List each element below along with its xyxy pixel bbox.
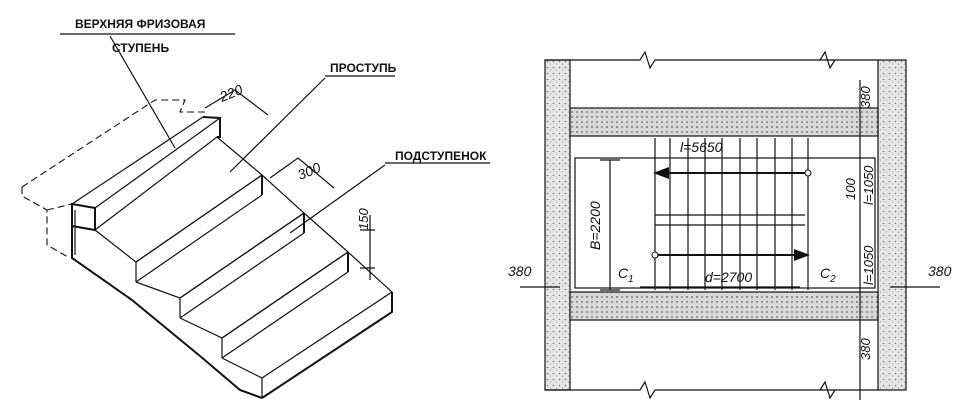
length-dimension: l=5650 (680, 139, 723, 155)
plan-dimension-lines (520, 80, 940, 400)
right-wall (877, 59, 907, 391)
step-risers (71, 116, 393, 399)
flight-dimension: d=2700 (705, 269, 752, 285)
lower-flight-dimension: l=1050 (861, 245, 876, 285)
gap-dimension: 100 (843, 178, 858, 200)
upper-wall (569, 107, 879, 137)
top-break-line (545, 50, 878, 70)
dimension-ticks (204, 89, 375, 280)
bottom-break-line (545, 380, 878, 400)
c2-label: C2 (820, 265, 836, 285)
leader-lines (60, 33, 490, 234)
c1-label: C1 (618, 265, 634, 285)
step-lines (654, 138, 809, 290)
tread-label: ПРОСТУПЬ (330, 61, 397, 75)
stair-plan: l=5650 B=2200 d=2700 380 380 380 380 l=1… (508, 50, 952, 400)
left-wall (544, 59, 571, 391)
riser-label: ПОДСТУПЕНОК (395, 149, 487, 163)
landing-outline (21, 99, 205, 258)
bottom-wall-dimension: 380 (858, 338, 873, 360)
right-wall-dimension: 380 (928, 263, 952, 279)
riser-height-dimension: 150 (356, 208, 371, 230)
stair-perspective: ВЕРХНЯЯ ФРИЗОВАЯ СТУПЕНЬ ПРОСТУПЬ ПОДСТУ… (21, 17, 490, 399)
tread-depth-dimension: 300 (295, 159, 323, 183)
midline (655, 214, 805, 226)
frieze-width-dimension: 220 (216, 81, 245, 105)
stair-well (574, 157, 876, 289)
upper-flight-dimension: l=1050 (861, 165, 876, 205)
left-wall-dimension: 380 (508, 263, 532, 279)
step-treads (70, 116, 393, 379)
top-wall-dimension: 380 (858, 86, 873, 108)
top-step-label-line1: ВЕРХНЯЯ ФРИЗОВАЯ (75, 17, 205, 31)
top-step-label-line2: СТУПЕНЬ (112, 41, 169, 55)
width-dimension: B=2200 (587, 201, 603, 250)
lower-wall (569, 291, 879, 321)
